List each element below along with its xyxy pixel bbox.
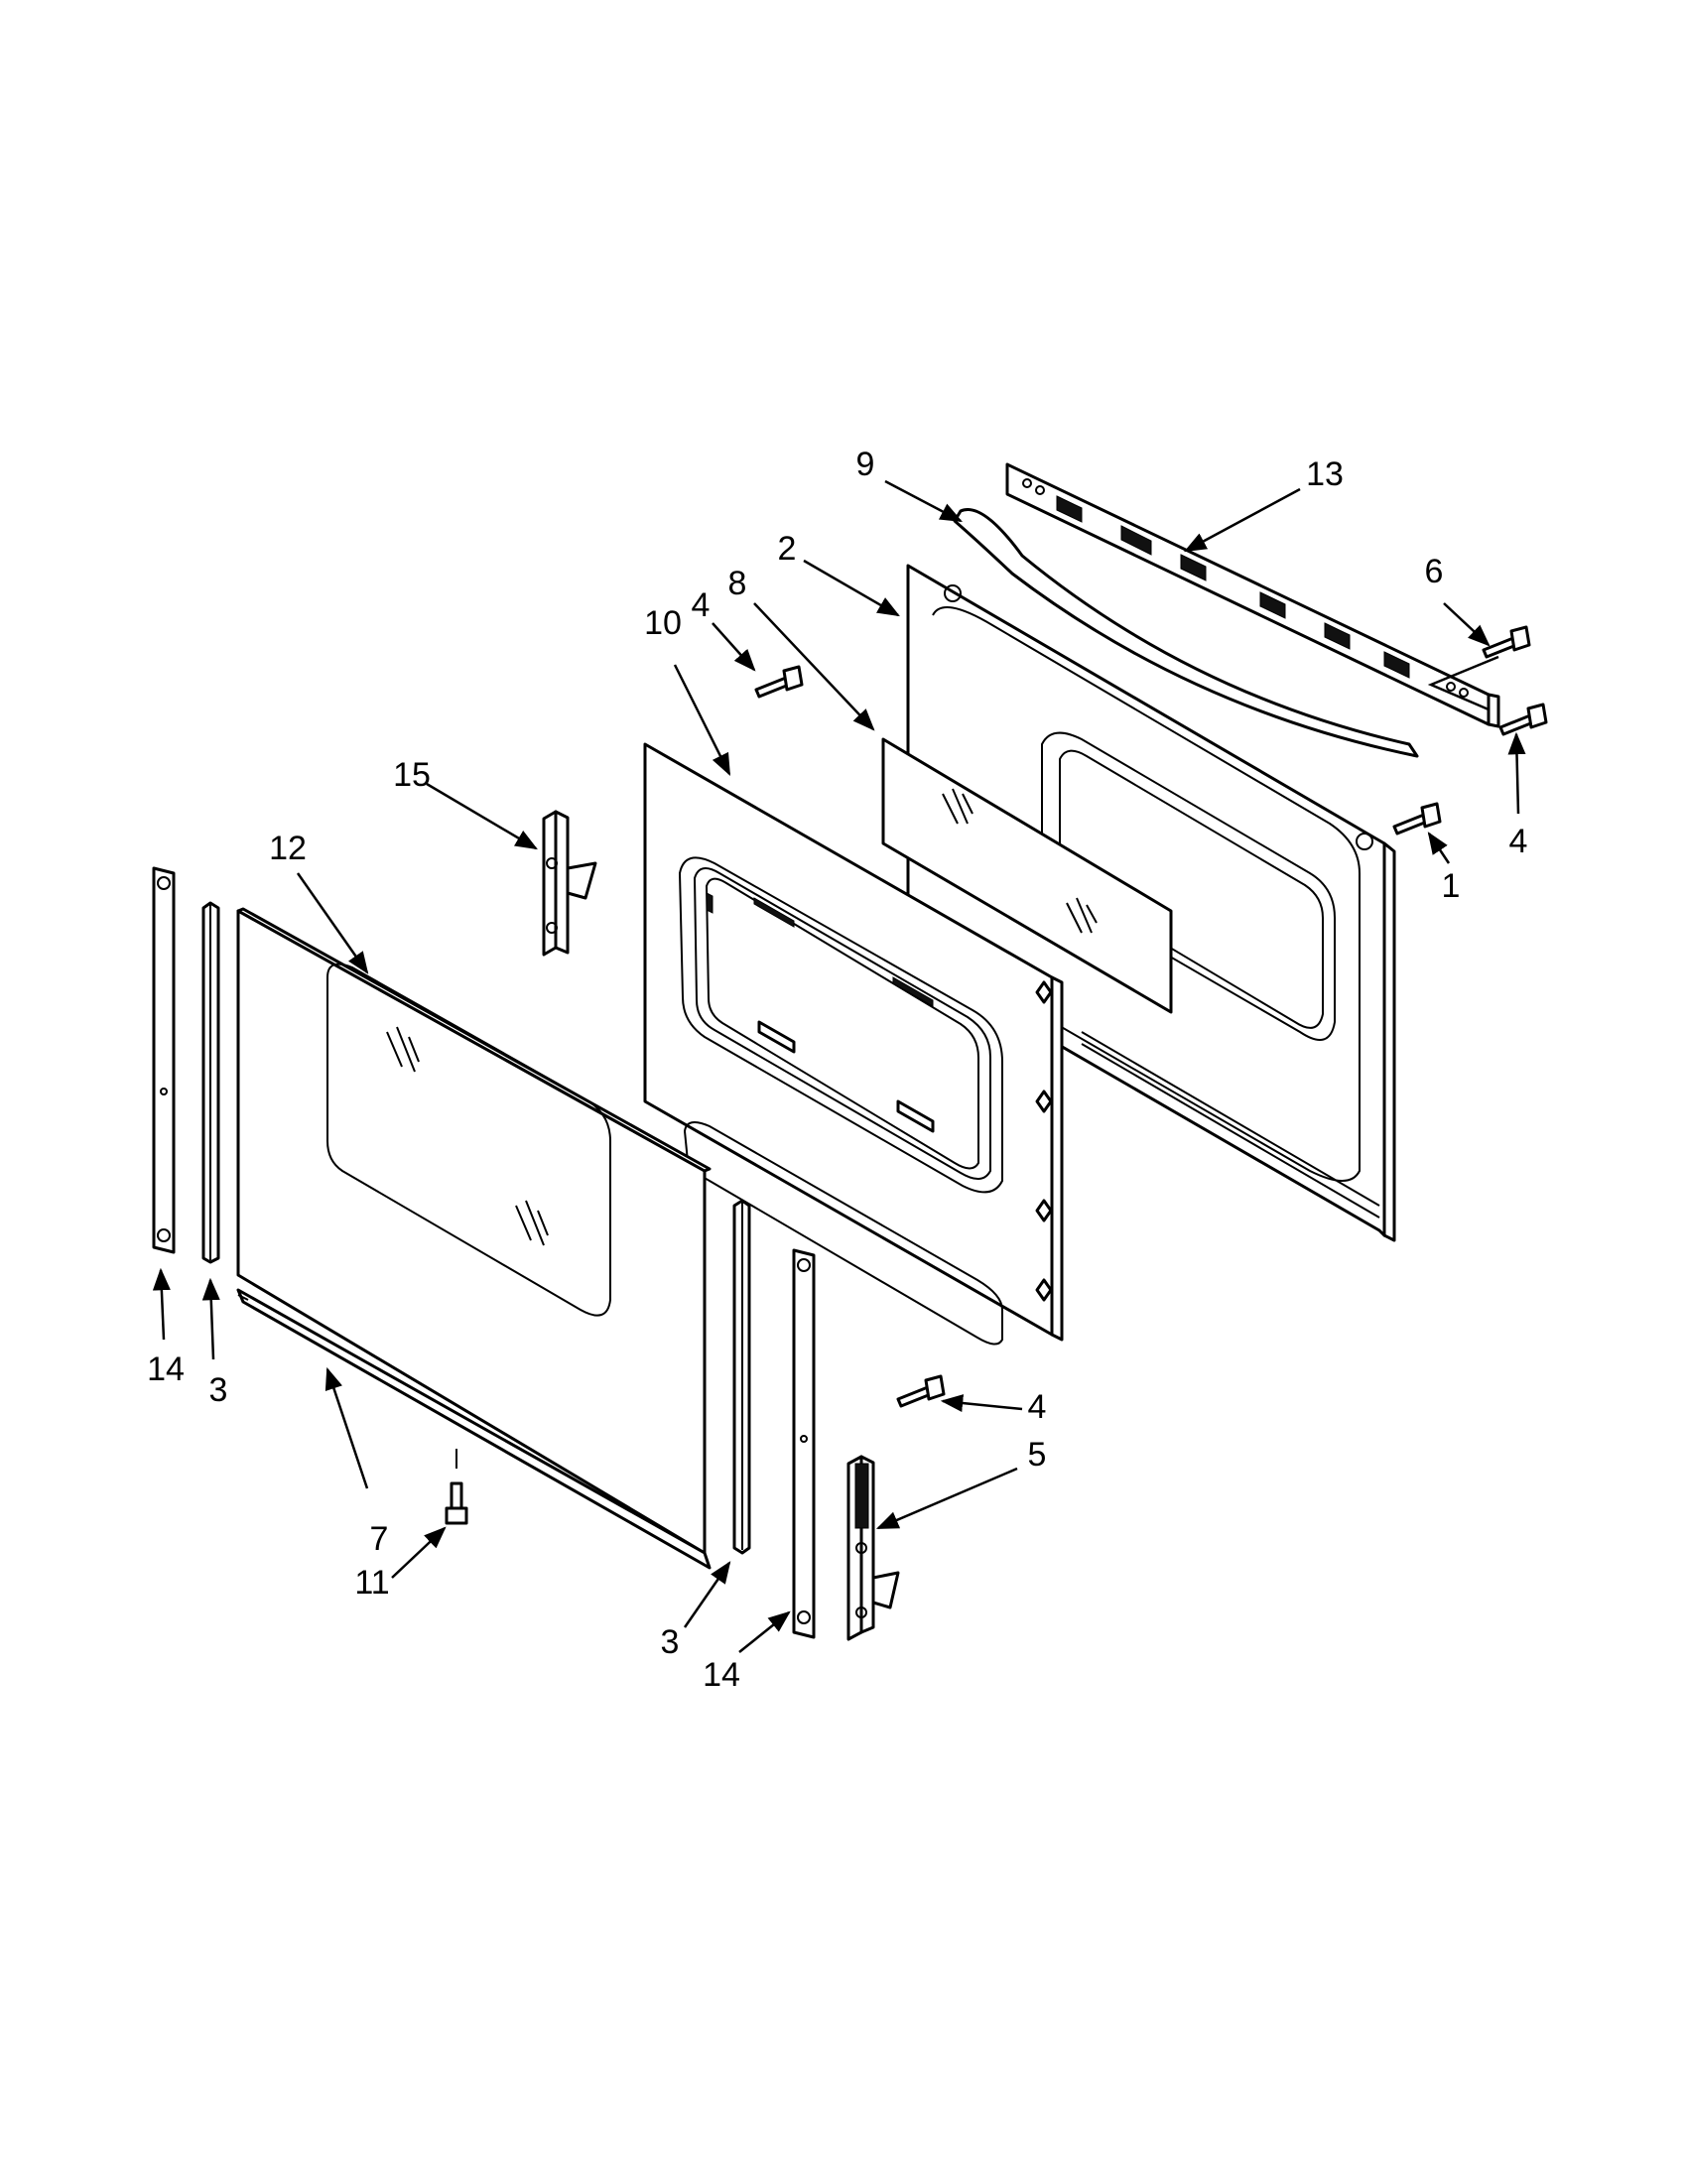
callout-6: 6 xyxy=(1425,553,1444,590)
callout-2: 2 xyxy=(778,530,797,568)
callout-11: 11 xyxy=(354,1564,389,1602)
screw-part-4-upper xyxy=(754,665,804,699)
bracket-6-lead xyxy=(1427,655,1499,711)
part-13-vent-trim xyxy=(1005,462,1500,728)
callout-15: 15 xyxy=(393,756,431,794)
callout-10: 10 xyxy=(644,604,682,642)
callout-9: 9 xyxy=(856,446,875,483)
screw-part-4-right xyxy=(1498,703,1548,736)
callout-1: 1 xyxy=(1442,867,1461,905)
callout-13: 13 xyxy=(1306,455,1344,493)
callout-8: 8 xyxy=(728,565,747,602)
vent-slots xyxy=(1056,495,1410,679)
screw-part-11 xyxy=(445,1449,468,1525)
callout-3-right: 3 xyxy=(661,1623,680,1661)
callout-7: 7 xyxy=(370,1520,389,1558)
part-3-side-trim-left xyxy=(201,901,220,1264)
callout-4-upper: 4 xyxy=(692,586,711,624)
part-12-outer-glass xyxy=(236,907,712,1555)
screw-part-1 xyxy=(1392,802,1442,835)
screw-part-6 xyxy=(1482,625,1531,659)
part-14-hinge-channel-right xyxy=(792,1248,816,1639)
leader-lines xyxy=(152,479,1526,1653)
part-14-hinge-channel-left xyxy=(152,866,176,1254)
callout-14-right: 14 xyxy=(703,1656,740,1694)
callout-4-lower: 4 xyxy=(1028,1388,1047,1426)
callout-5: 5 xyxy=(1028,1436,1047,1474)
part-10-inner-door-liner xyxy=(643,742,1064,1346)
screw-part-4-lower xyxy=(896,1374,946,1408)
part-7-bottom-trim xyxy=(236,1288,712,1570)
part-5-hinge-right xyxy=(846,1455,900,1641)
callout-3-left: 3 xyxy=(209,1371,228,1409)
part-9-door-handle xyxy=(953,508,1419,758)
part-8-inner-glass xyxy=(881,737,1173,1014)
part-3-side-trim-right xyxy=(732,1199,751,1555)
callout-14-left: 14 xyxy=(147,1350,185,1388)
callout-4-right: 4 xyxy=(1509,823,1528,860)
part-15-hinge-left xyxy=(542,810,597,957)
callout-12: 12 xyxy=(269,830,307,867)
callout-labels: 13 9 2 8 4 10 6 4 1 15 12 14 3 4 5 7 11 … xyxy=(147,446,1527,1694)
